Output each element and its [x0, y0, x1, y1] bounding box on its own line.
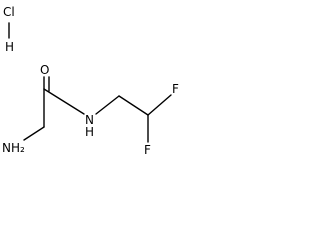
- amide-nitrogen-label: N: [85, 113, 94, 127]
- structure-canvas: Cl H NH₂ O N H F F: [2, 5, 179, 157]
- c-f-top-bond: [147, 94, 172, 116]
- amine-label: NH₂: [2, 141, 25, 155]
- nitrogen-ch2-bond: [95, 95, 120, 115]
- hcl-hydrogen-label: H: [5, 40, 14, 54]
- amide-hydrogen-label: H: [85, 125, 94, 139]
- chlorine-label: Cl: [3, 5, 15, 19]
- carbonyl-nitrogen-bond: [43, 88, 85, 115]
- amine-ch2-bond: [23, 126, 45, 141]
- ch2-chf2-bond: [118, 95, 149, 116]
- oxygen-label: O: [40, 63, 49, 77]
- fluorine-top-label: F: [172, 82, 179, 96]
- fluorine-bottom-label: F: [144, 143, 151, 157]
